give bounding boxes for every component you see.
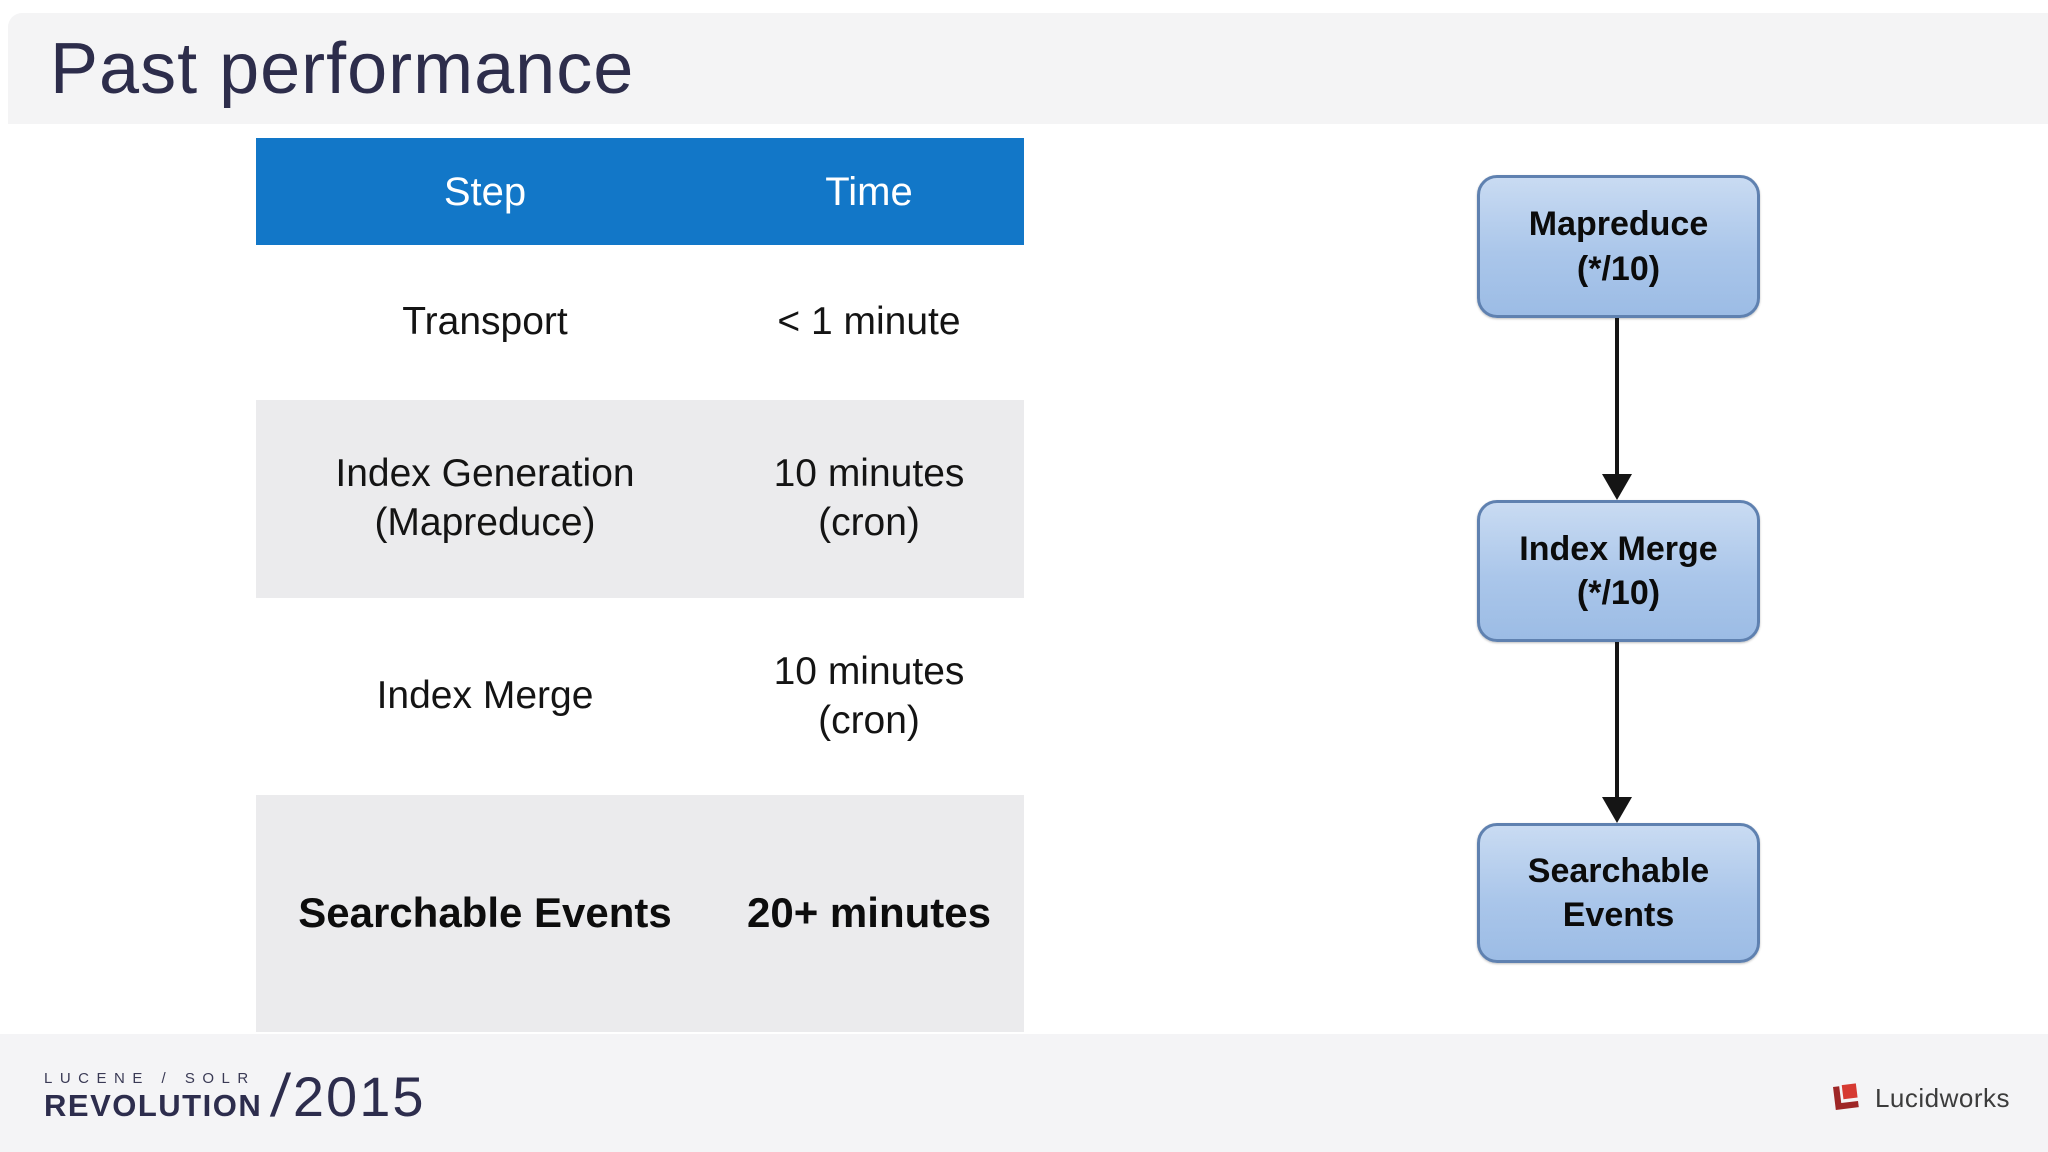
flowchart-node-index-merge: Index Merge (*/10) (1477, 500, 1760, 642)
table-row: Index Generation (Mapreduce) 10 minutes … (256, 400, 1024, 598)
lucidworks-logo: Lucidworks (1830, 1082, 2010, 1114)
performance-table: Step Time Transport < 1 minute Index Gen… (256, 138, 1024, 1032)
time-cell: 10 minutes (cron) (773, 649, 965, 742)
time-cell: < 1 minute (777, 300, 961, 344)
lucidworks-mark-icon (1832, 1083, 1859, 1110)
slide-footer: LUCENE / SOLR REVOLUTION / 2015 Lucidwor… (0, 1034, 2048, 1152)
flow-arrowhead-icon (1602, 797, 1632, 823)
flow-arrow-line (1615, 642, 1619, 799)
conference-logo-text: LUCENE / SOLR REVOLUTION (44, 1070, 262, 1121)
column-header-time: Time (825, 169, 913, 214)
column-header-step: Step (443, 169, 527, 214)
step-cell: Transport (402, 300, 568, 344)
step-cell: Searchable Events (298, 889, 672, 937)
step-cell: Index Generation (Mapreduce) (335, 452, 635, 544)
time-cell: 10 minutes (cron) (773, 452, 965, 544)
lucidworks-wordmark: Lucidworks (1874, 1082, 2010, 1113)
table-row-total: Searchable Events 20+ minutes (256, 795, 1024, 1032)
table-header-row: Step Time (256, 138, 1024, 245)
step-cell: Index Merge (376, 674, 594, 718)
conference-series-label: LUCENE / SOLR (44, 1070, 256, 1087)
conference-logo: LUCENE / SOLR REVOLUTION / 2015 (44, 1062, 426, 1129)
flowchart-node-mapreduce: Mapreduce (*/10) (1477, 175, 1760, 318)
conference-year-label: 2015 (292, 1065, 426, 1128)
flow-arrow-line (1615, 318, 1619, 476)
time-cell: 20+ minutes (747, 889, 991, 937)
table-row: Transport < 1 minute (256, 245, 1024, 400)
conference-name-label: REVOLUTION (44, 1088, 263, 1123)
flowchart-node-searchable-events: Searchable Events (1477, 823, 1760, 963)
conference-slash: / (268, 1062, 293, 1129)
table-row: Index Merge 10 minutes (cron) (256, 598, 1024, 795)
page-title: Past performance (50, 28, 635, 109)
slide-header-band: Past performance (8, 13, 2048, 124)
flow-arrowhead-icon (1602, 474, 1632, 500)
